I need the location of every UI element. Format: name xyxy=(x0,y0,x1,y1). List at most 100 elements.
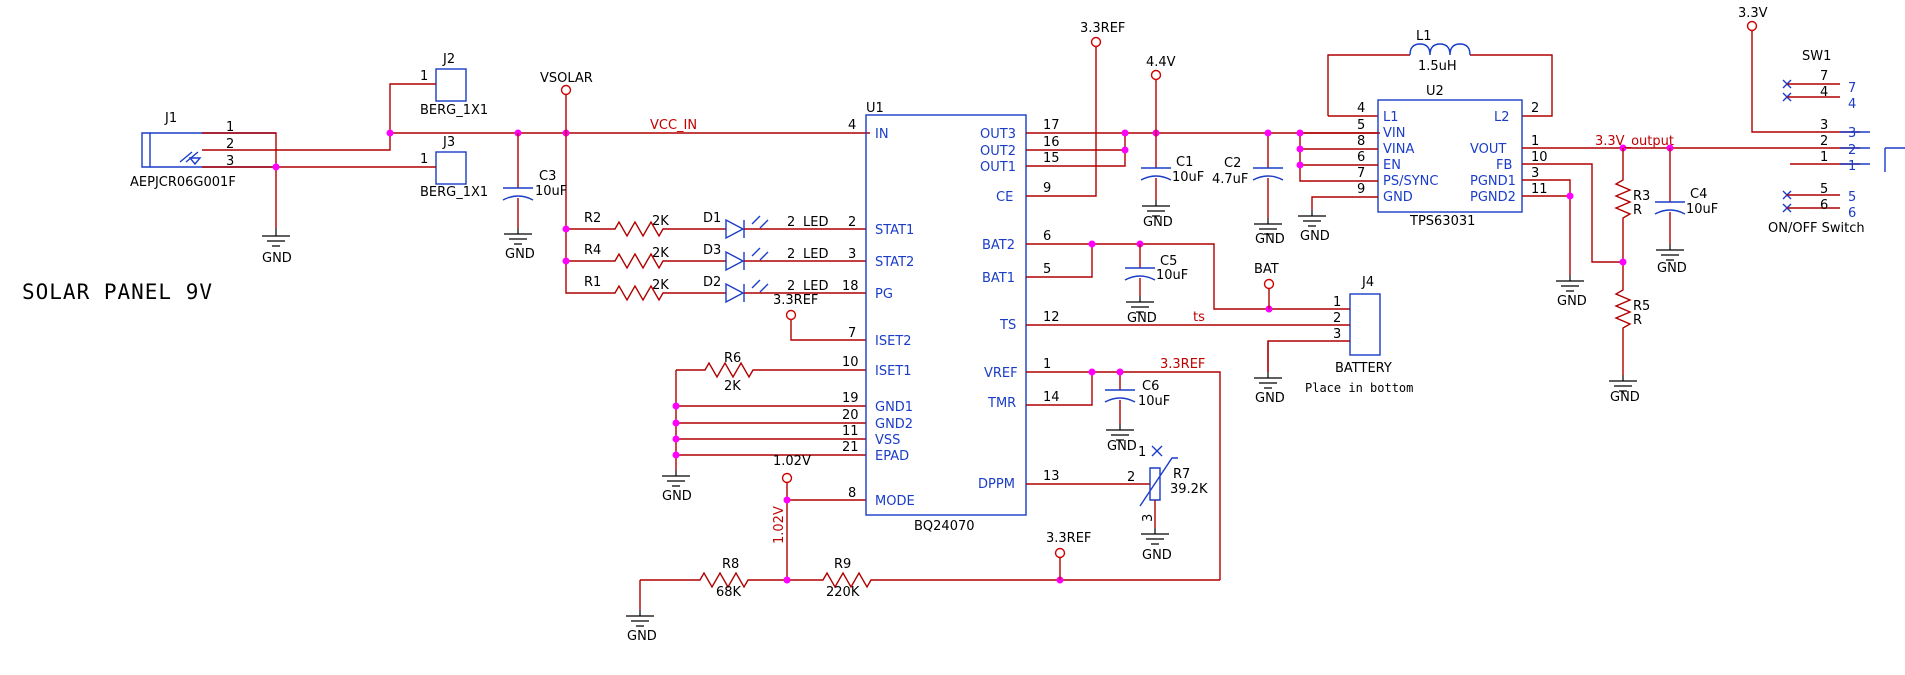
vref-tmr-network: 1 14 3.3REF C6 10uF GND xyxy=(1026,357,1221,580)
r3-value: R xyxy=(1633,203,1642,218)
u2-pin-num-en: 6 xyxy=(1357,150,1365,165)
u1-pin-in: IN xyxy=(875,127,889,142)
u1-pin-epad: EPAD xyxy=(875,449,909,464)
u1-pin-stat2: STAT2 xyxy=(875,255,914,270)
sw1-part: ON/OFF Switch xyxy=(1768,221,1865,236)
u2-pin-gnd: GND xyxy=(1383,190,1413,205)
r4-ref: R4 xyxy=(584,243,601,258)
u2-pin-num-vin: 5 xyxy=(1357,118,1365,133)
u2-pin-num-pgnd1: 3 xyxy=(1531,166,1539,181)
d2-pin: 2 xyxy=(787,279,795,294)
u2-pin-num-fb: 10 xyxy=(1531,150,1548,165)
u1-pin-num-gnd2: 20 xyxy=(842,408,859,423)
r1-d2-row: R1 2K D2 2 LED 18 xyxy=(584,275,866,304)
j2-ref: J2 xyxy=(442,52,455,67)
u2-pin-num-l1: 4 xyxy=(1357,101,1365,116)
r1-value: 2K xyxy=(652,278,669,293)
j3-pin-1: 1 xyxy=(420,152,428,167)
u2-pin-num-gnd: 9 xyxy=(1357,182,1365,197)
u2-body xyxy=(1377,99,1523,213)
l1-ref: L1 xyxy=(1416,29,1432,44)
j1-wires xyxy=(202,83,415,228)
j2-pin-1: 1 xyxy=(420,69,428,84)
d1-pin: 2 xyxy=(787,215,795,230)
sw1-pin-6-right: 6 xyxy=(1848,206,1856,221)
u1-pin-tmr: TMR xyxy=(987,396,1016,411)
j4-note: Place in bottom xyxy=(1305,381,1413,395)
sw1-nc-cross-icon xyxy=(1782,79,1792,213)
c2-gnd-label: GND xyxy=(1255,232,1285,247)
r5-value: R xyxy=(1633,313,1642,328)
u2-pin-l2: L2 xyxy=(1494,110,1510,125)
ce-ref-label: 3.3REF xyxy=(1080,21,1125,36)
c2-capacitor: C2 4.7uF GND xyxy=(1212,129,1285,247)
c3-ref: C3 xyxy=(539,169,556,184)
u1-charger-ic: U1 BQ24070 IN STAT1 STAT2 PG ISET2 ISET1… xyxy=(865,101,1027,534)
iset2-ref-node: 3.3REF 7 xyxy=(773,293,866,341)
r2-ref: R2 xyxy=(584,211,601,226)
sw1-switch: 3.3V SW1 7 7 4 4 3 3 2 2 1 1 5 5 6 6 ON/… xyxy=(1738,6,1905,236)
u2-part: TPS63031 xyxy=(1409,214,1475,229)
u1-pin-num-tmr: 14 xyxy=(1043,390,1060,405)
r4-value: 2K xyxy=(652,246,669,261)
u1-body xyxy=(865,114,1027,516)
d1-led-icon xyxy=(725,218,745,240)
v102-top-label: 1.02V xyxy=(773,454,811,469)
u1-pin-num-stat2: 3 xyxy=(848,247,856,262)
j2-body xyxy=(435,68,467,102)
u1-pin-ce: CE xyxy=(996,190,1013,205)
u1-pin-num-mode: 8 xyxy=(848,486,856,501)
u2-pin-num-l2: 2 xyxy=(1531,101,1539,116)
r6-gnd-label: GND xyxy=(662,489,692,504)
u1-pin-num-in: 4 xyxy=(848,118,856,133)
c5-ground-icon xyxy=(1126,296,1154,313)
r7-thermistor: 13 2 1 3 GND R7 39.2K xyxy=(1026,445,1208,563)
sw1-pin-4: 4 xyxy=(1820,85,1828,100)
vref-net-label: 3.3REF xyxy=(1160,357,1205,372)
u2-pin-fb: FB xyxy=(1496,158,1512,173)
r2-value: 2K xyxy=(652,214,669,229)
c5-value: 10uF xyxy=(1156,268,1188,283)
c3-ground-icon xyxy=(504,228,532,245)
vsolar-node: VSOLAR xyxy=(540,71,600,294)
u2-pin-num-vout: 1 xyxy=(1531,134,1539,149)
u1-pin-num-pg: 18 xyxy=(842,279,859,294)
j3-header: J3 1 BERG_1X1 xyxy=(415,135,488,200)
c6-value: 10uF xyxy=(1138,394,1170,409)
u1-pin-num-dppm: 13 xyxy=(1043,469,1060,484)
mode-divider: 1.02V 8 1.02V R8 68K R9 220K GND 3.3REF xyxy=(626,454,1220,644)
ts-net-label: ts xyxy=(1193,310,1205,325)
c5-ref: C5 xyxy=(1160,254,1177,269)
r6-ground-icon xyxy=(662,470,690,487)
c4-value: 10uF xyxy=(1686,202,1718,217)
sw1-pin-4-right: 4 xyxy=(1848,97,1856,112)
u1-part: BQ24070 xyxy=(914,519,975,534)
j1-arrow-icon xyxy=(188,157,202,166)
r1-ref: R1 xyxy=(584,275,601,290)
r9-ref: R9 xyxy=(834,557,851,572)
u1-pin-num-ts: 12 xyxy=(1043,310,1060,325)
u2-buck-boost-ic: U2 TPS63031 L1 VIN VINA EN PS/SYNC GND L… xyxy=(1377,84,1523,229)
c2-ref: C2 xyxy=(1224,156,1241,171)
r8-gnd-label: GND xyxy=(627,629,657,644)
r7-pin-2: 2 xyxy=(1127,470,1135,485)
r7-gnd-label: GND xyxy=(1142,548,1172,563)
schematic-title: SOLAR PANEL 9V xyxy=(22,280,213,304)
sw1-pin-1-right: 1 xyxy=(1848,159,1856,174)
sw1-pin-5-right: 5 xyxy=(1848,190,1856,205)
j1-pin-2: 2 xyxy=(226,137,234,152)
c1-capacitor: 4.4V C1 10uF GND xyxy=(1140,55,1204,230)
u1-pin-bat1: BAT1 xyxy=(982,271,1015,286)
u1-pin-num-vss: 11 xyxy=(842,424,859,439)
v44-label: 4.4V xyxy=(1146,55,1176,70)
r5-ref: R5 xyxy=(1633,299,1650,314)
j1-ground-icon xyxy=(262,228,290,247)
r3-r5-divider: R3 R R5 R GND xyxy=(1609,148,1650,405)
u1-ref: U1 xyxy=(866,101,884,116)
j1-jack-body xyxy=(141,132,151,168)
r7-pin-1: 1 xyxy=(1138,445,1146,460)
u1-pin-num-ce: 9 xyxy=(1043,181,1051,196)
u1-pin-num-gnd1: 19 xyxy=(842,391,859,406)
d2-led-label: LED xyxy=(803,279,828,294)
j4-pin-2: 2 xyxy=(1333,311,1341,326)
